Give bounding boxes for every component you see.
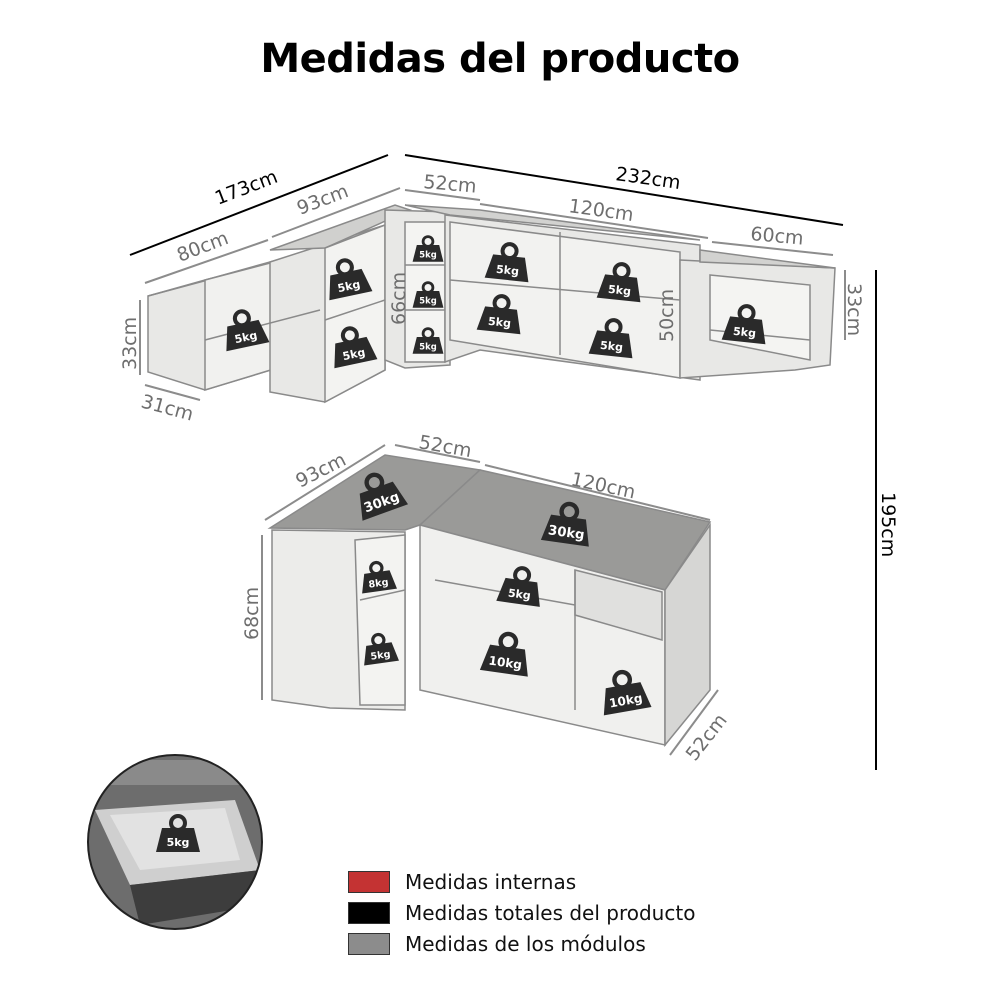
svg-text:5kg: 5kg <box>370 649 391 663</box>
weight-icon: 5kg <box>411 281 445 310</box>
upper-shelf-unit <box>147 204 836 404</box>
dim-upper-height-right: 33cm <box>843 283 865 336</box>
svg-text:5kg: 5kg <box>507 586 531 602</box>
dim-upper-total-left: 173cm <box>212 166 281 210</box>
svg-text:5kg: 5kg <box>167 836 190 849</box>
weight-icon: 5kg <box>474 291 527 337</box>
svg-text:5kg: 5kg <box>495 263 519 278</box>
dim-lower-68: 68cm <box>241 587 263 640</box>
svg-text:5kg: 5kg <box>419 296 436 306</box>
svg-text:5kg: 5kg <box>732 325 756 340</box>
weight-icon: 5kg <box>358 630 401 668</box>
svg-text:5kg: 5kg <box>419 342 436 352</box>
dim-upper-66: 66cm <box>388 272 410 325</box>
dim-upper-120: 120cm <box>567 195 635 226</box>
weight-icon: 5kg <box>319 253 375 303</box>
legend-swatch-black <box>348 901 390 924</box>
legend-label: Medidas totales del producto <box>405 900 696 925</box>
weight-icon: 5kg <box>594 259 647 305</box>
weight-icon: 5kg <box>216 304 272 354</box>
weight-icon: 5kg <box>411 235 445 264</box>
svg-text:5kg: 5kg <box>233 329 258 346</box>
svg-text:8kg: 8kg <box>368 577 389 591</box>
dim-lower-depth: 52cm <box>682 710 732 765</box>
weight-icon: 5kg <box>494 563 547 609</box>
dim-upper-60: 60cm <box>750 223 805 250</box>
page-title: Medidas del producto <box>260 36 740 82</box>
weight-icon: 5kg <box>411 327 445 356</box>
legend-label: Medidas internas <box>405 869 577 894</box>
weight-icon: 8kg <box>356 558 399 596</box>
svg-text:5kg: 5kg <box>336 278 361 295</box>
legend-item-module: Medidas de los módulos <box>348 928 695 959</box>
legend-swatch-red <box>348 870 390 893</box>
legend-item-total: Medidas totales del producto <box>348 897 695 928</box>
drawer-detail-inset: 5kg <box>87 754 263 930</box>
svg-text:5kg: 5kg <box>487 315 511 330</box>
dim-lower-52: 52cm <box>417 431 473 462</box>
svg-text:5kg: 5kg <box>607 283 631 298</box>
svg-text:5kg: 5kg <box>599 339 623 354</box>
dim-total-height: 195cm <box>877 492 899 557</box>
weight-icon: 30kg <box>541 501 594 547</box>
dim-upper-80: 80cm <box>174 227 231 267</box>
module-dimension-lines <box>139 187 846 756</box>
legend-item-internal: Medidas internas <box>348 866 695 897</box>
svg-text:30kg: 30kg <box>547 523 585 543</box>
dim-upper-height-left: 33cm <box>119 317 141 370</box>
weight-icon: 5kg <box>154 814 202 854</box>
legend-label: Medidas de los módulos <box>405 931 646 956</box>
weight-icon: 5kg <box>482 239 535 285</box>
svg-text:10kg: 10kg <box>488 653 523 672</box>
total-dimension-lines <box>129 154 877 770</box>
dim-upper-50: 50cm <box>656 289 678 342</box>
legend-swatch-grey <box>348 932 390 955</box>
weight-icon: 5kg <box>719 301 772 347</box>
svg-text:10kg: 10kg <box>608 691 643 711</box>
weight-icon: 10kg <box>597 668 652 715</box>
weight-icon: 5kg <box>324 321 380 371</box>
weight-icon: 10kg <box>480 631 533 677</box>
svg-text:5kg: 5kg <box>341 346 366 363</box>
dim-upper-93: 93cm <box>294 180 351 220</box>
legend: Medidas internas Medidas totales del pro… <box>348 866 695 959</box>
weight-icon: 5kg <box>586 315 639 361</box>
svg-text:5kg: 5kg <box>419 250 436 260</box>
dim-upper-52: 52cm <box>423 171 478 198</box>
